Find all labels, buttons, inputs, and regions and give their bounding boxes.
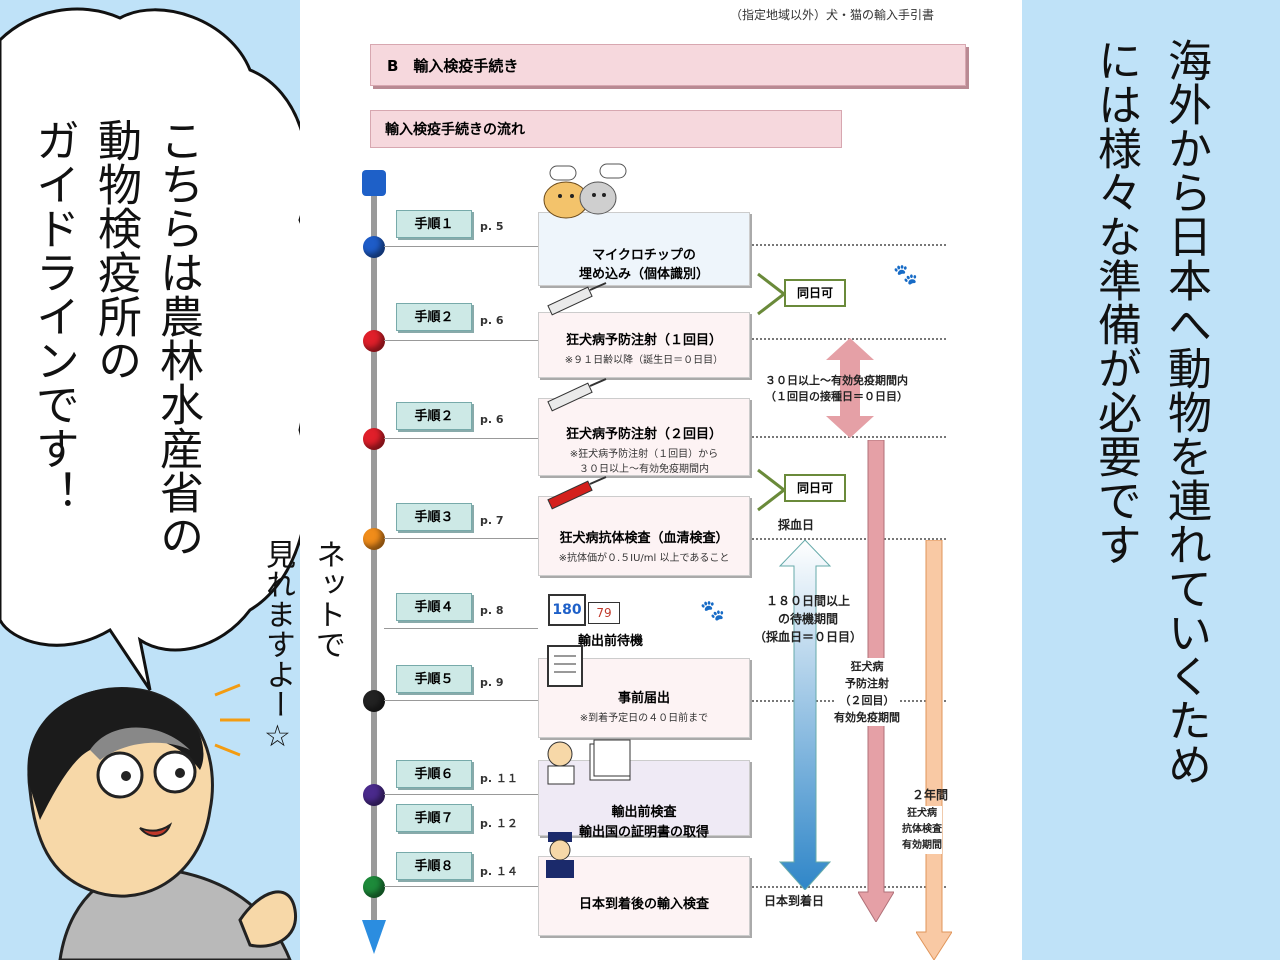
- step-note: ※到着予定日の４０日前まで: [579, 713, 709, 724]
- step-label: 手順１: [396, 210, 472, 238]
- step-page: p. 8: [480, 604, 504, 617]
- step-page: p. １２: [480, 817, 518, 830]
- connector: [384, 438, 538, 439]
- step-page: p. １４: [480, 865, 518, 878]
- document-header: （指定地域以外）犬・猫の輸入手引書: [730, 8, 935, 22]
- section-heading: B 輸入検疫手続き: [370, 44, 966, 86]
- same-day-arrow: [757, 468, 785, 512]
- antibody-valid-arrow: [916, 540, 952, 960]
- step-label: 手順３: [396, 503, 472, 531]
- step-note: ※９１日齢以降（誕生日＝０日目）: [564, 355, 724, 366]
- wait-180-arrow: [778, 540, 832, 890]
- connector: [384, 794, 538, 795]
- step-label: 手順２: [396, 402, 472, 430]
- bubble-line-1: こちらは農林水産省の: [152, 117, 203, 558]
- connector: [384, 886, 538, 887]
- calendar-number: 79: [588, 602, 620, 624]
- rabies-2nd-label: 狂犬病 予防注射 （２回目） 有効免疫期間: [834, 658, 900, 726]
- timeline-dot: [363, 330, 385, 352]
- document-icon: [547, 645, 583, 687]
- interval-30-arrow: [826, 338, 874, 438]
- character-illustration: [27, 683, 297, 960]
- timeline-line: [371, 180, 377, 940]
- timeline-start-cap: [362, 170, 386, 196]
- same-day-label: 同日可: [784, 474, 846, 502]
- inspector-icon: [547, 739, 631, 785]
- step-page: p. 9: [480, 676, 504, 689]
- step-title: 日本到着後の輸入検査: [578, 897, 709, 912]
- step-box-microchip: マイクロチップの 埋め込み（個体識別）: [538, 212, 750, 286]
- timeline-dot: [363, 784, 385, 806]
- step-box-vaccine-2: 狂犬病予防注射（２回目） ※狂犬病予防注射（１回目）から ３０日以上～有効免疫期…: [538, 398, 750, 476]
- calendar-number: 180: [548, 594, 586, 626]
- speech-bubble-text: こちらは農林水産省の 動物検疫所の ガイドラインです！: [22, 90, 270, 650]
- step-title: 狂犬病予防注射（２回目）: [565, 427, 722, 442]
- step-label: 手順７: [396, 804, 472, 832]
- arrival-day-label: 日本到着日: [764, 894, 825, 908]
- step-box-vaccine-1: 狂犬病予防注射（１回目） ※９１日齢以降（誕生日＝０日目）: [538, 312, 750, 378]
- speech-bubble: [0, 7, 300, 691]
- antibody-valid-label: 狂犬病 抗体検査 有効期間: [902, 806, 942, 854]
- right-caption: 海外から日本へ動物を連れていくため には様々な準備が必要です: [1080, 10, 1280, 950]
- step-page: p. 5: [480, 220, 504, 233]
- connector: [384, 538, 538, 539]
- paw-icon: 🐾: [700, 598, 725, 622]
- timeline-dot: [363, 428, 385, 450]
- right-background: [1022, 0, 1280, 960]
- connector: [384, 628, 538, 629]
- step-label: 手順５: [396, 665, 472, 693]
- timeline-dot: [363, 528, 385, 550]
- step-title: 輸出前検査 輸出国の証明書の取得: [578, 805, 709, 840]
- step-title-waiting: 輸出前待機: [578, 634, 644, 649]
- dotted-line: [752, 538, 946, 540]
- step-page: p. １１: [480, 772, 518, 785]
- syringe-icon: [547, 282, 607, 316]
- connector: [384, 340, 538, 341]
- calendar-icon: 180 79: [548, 588, 628, 626]
- dotted-line: [752, 244, 946, 246]
- caption-line-2: には様々な準備が必要です: [1090, 37, 1141, 566]
- connector: [384, 246, 538, 247]
- step-title: マイクロチップの 埋め込み（個体識別）: [578, 248, 709, 282]
- step-label: 手順８: [396, 852, 472, 880]
- step-label: 手順６: [396, 760, 472, 788]
- step-box-antibody-test: 狂犬病抗体検査（血清検査） ※抗体価が０.５IU/ml 以上であること: [538, 496, 750, 576]
- step-title: 狂犬病予防注射（１回目）: [565, 333, 722, 348]
- blood-syringe-icon: [547, 476, 607, 510]
- bubble-line-3: ガイドラインです！: [28, 117, 79, 514]
- timeline-dot: [363, 236, 385, 258]
- wait-180-label: １８０日間以上 の待機期間 （採血日＝０日目）: [754, 594, 863, 644]
- step-title: 事前届出: [617, 691, 670, 706]
- two-years-label: ２年間: [912, 788, 949, 802]
- caption-line-1: 海外から日本へ動物を連れていくため: [1160, 37, 1211, 786]
- paw-icon: 🐾: [893, 262, 918, 286]
- dog-cat-icon: [543, 163, 627, 219]
- aside-text: ネットで 見れますよー☆: [252, 520, 402, 820]
- same-day-label: 同日可: [784, 279, 846, 307]
- step-page: p. 6: [480, 413, 504, 426]
- blood-day-label: 採血日: [778, 518, 815, 532]
- aside-line-2: 見れますよー☆: [260, 539, 295, 755]
- step-note: ※抗体価が０.５IU/ml 以上であること: [558, 553, 730, 564]
- step-note: ※狂犬病予防注射（１回目）から ３０日以上～有効免疫期間内: [569, 449, 719, 475]
- step-page: p. 7: [480, 514, 504, 527]
- same-day-arrow: [757, 272, 785, 316]
- timeline-end-arrow: [362, 920, 386, 954]
- bubble-line-2: 動物検疫所の: [90, 117, 141, 382]
- step-label: 手順２: [396, 303, 472, 331]
- syringe-icon: [547, 378, 607, 412]
- timeline-dot: [363, 690, 385, 712]
- dotted-line: [752, 886, 946, 888]
- step-label: 手順４: [396, 593, 472, 621]
- officer-icon: [546, 832, 574, 878]
- step-title: 狂犬病抗体検査（血清検査）: [559, 531, 729, 546]
- flow-heading: 輸入検疫手続きの流れ: [370, 110, 842, 148]
- aside-line-1: ネットで: [310, 539, 345, 660]
- timeline-dot: [363, 876, 385, 898]
- connector: [384, 700, 538, 701]
- interval-30-label: ３０日以上～有効免疫期間内 （１回目の接種日＝０日目）: [765, 374, 908, 403]
- step-page: p. 6: [480, 314, 504, 327]
